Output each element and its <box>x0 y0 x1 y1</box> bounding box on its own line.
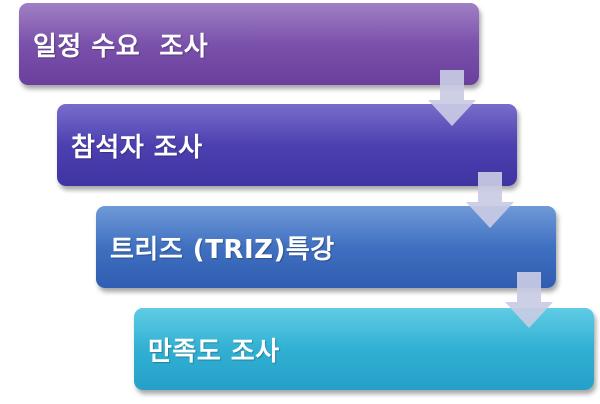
down-arrow-icon <box>505 272 553 328</box>
process-step-2-label: 참석자 조사 <box>71 132 203 163</box>
process-step-3-label: 트리즈 (TRIZ)특강 <box>110 234 335 265</box>
process-step-3: 트리즈 (TRIZ)특강 <box>96 206 556 288</box>
down-arrow-icon <box>428 70 476 126</box>
process-step-4: 만족도 조사 <box>134 308 594 390</box>
down-arrow-icon <box>466 172 514 228</box>
process-step-4-label: 만족도 조사 <box>148 336 280 367</box>
process-step-1: 일정 수요 조사 <box>19 3 479 85</box>
process-step-1-label: 일정 수요 조사 <box>33 31 209 62</box>
